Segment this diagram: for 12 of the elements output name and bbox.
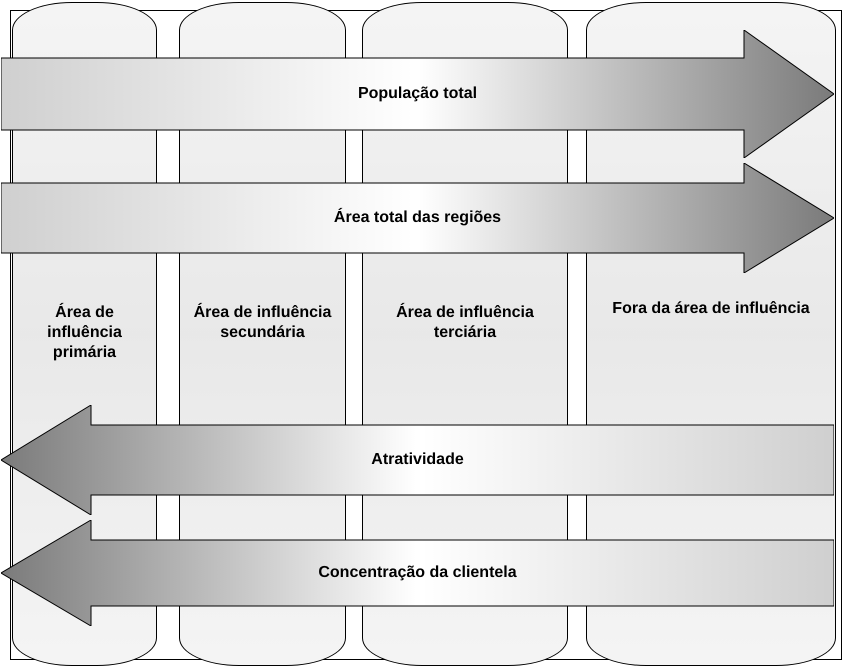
column-label: Área de influência secundária (192, 303, 332, 343)
arrow-banner (1, 163, 834, 273)
arrow-label: Área total das regiões (332, 208, 502, 228)
column-label: Área de influência terciária (395, 303, 535, 343)
arrow-label: Atratividade (370, 450, 465, 470)
arrow-banner (1, 405, 834, 515)
arrow-label: Concentração da clientela (317, 563, 518, 583)
column-label: Área de influência primária (46, 303, 123, 363)
arrow-banner (1, 30, 834, 158)
arrow-banner (1, 520, 834, 626)
column-label: Fora da área de influência (611, 299, 811, 319)
arrow-label: População total (356, 84, 478, 104)
